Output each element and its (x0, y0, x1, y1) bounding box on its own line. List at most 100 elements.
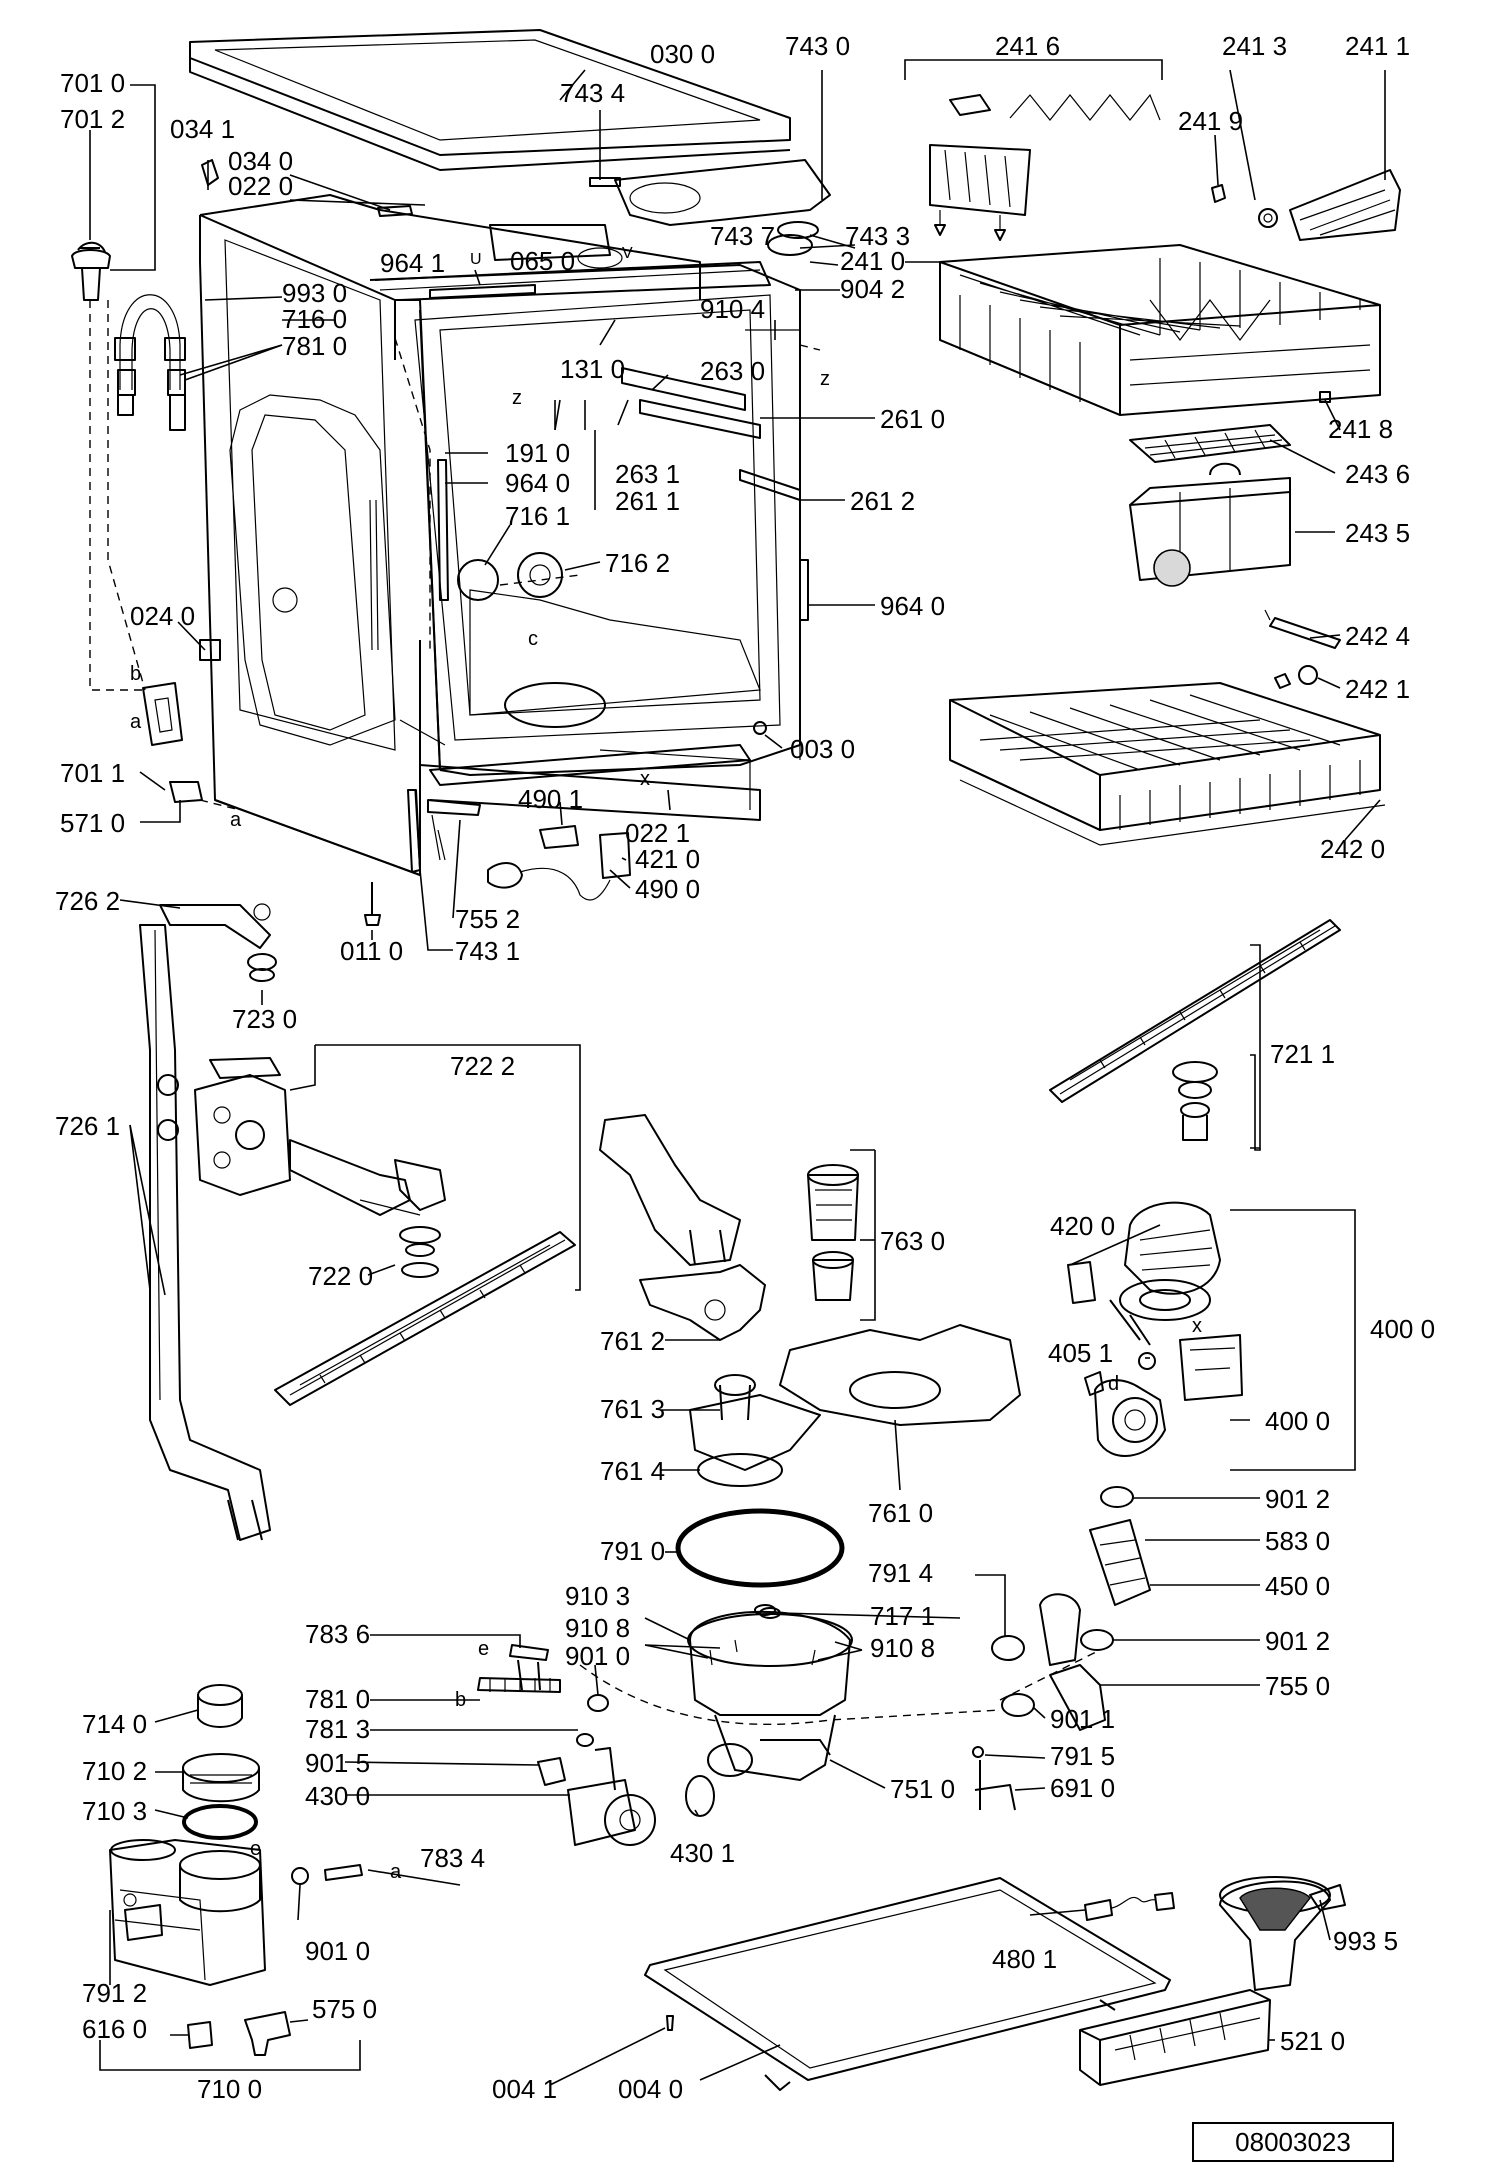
part-label: 964 0 (505, 468, 570, 498)
part-label: 616 0 (82, 2014, 147, 2044)
part-label: 993 0 (282, 278, 347, 308)
part-label: 791 0 (600, 1536, 665, 1566)
connection-letters: b a a c x z z U V d x e b e a (130, 245, 1202, 1883)
part-label: 701 0 (60, 68, 125, 98)
part-label: 701 1 (60, 758, 125, 788)
part-label: 583 0 (1265, 1526, 1330, 1556)
part-label: 243 6 (1345, 459, 1410, 489)
part-label: 726 2 (55, 886, 120, 916)
part-label: 791 4 (868, 1558, 933, 1588)
part-label: 691 0 (1050, 1773, 1115, 1803)
part-label: 743 1 (455, 936, 520, 966)
part-label: 241 0 (840, 246, 905, 276)
document-number: 08003023 (1235, 2126, 1351, 2157)
connection-letter: U (470, 251, 482, 268)
part-label: 714 0 (82, 1709, 147, 1739)
part-label: 901 5 (305, 1748, 370, 1778)
part-label: 263 1 (615, 459, 680, 489)
part-label: 521 0 (1280, 2026, 1345, 2056)
part-label: 743 7 (710, 221, 775, 251)
part-label: 763 0 (880, 1226, 945, 1256)
part-label: 400 0 (1265, 1406, 1330, 1436)
part-label: 710 0 (197, 2074, 262, 2104)
part-label: 004 1 (492, 2074, 557, 2104)
salt-container-assembly (109, 1684, 363, 2056)
part-label: 751 0 (890, 1774, 955, 1804)
part-label: 993 5 (1333, 1926, 1398, 1956)
part-label: 964 1 (380, 248, 445, 278)
part-label: 726 1 (55, 1111, 120, 1141)
part-label: 716 1 (505, 501, 570, 531)
part-label: 701 2 (60, 104, 125, 134)
part-label: 722 0 (308, 1261, 373, 1291)
part-label: 716 2 (605, 548, 670, 578)
part-label: 571 0 (60, 808, 125, 838)
part-label: 480 1 (992, 1944, 1057, 1974)
part-label: 263 0 (700, 356, 765, 386)
part-label: 743 3 (845, 221, 910, 251)
part-label: 901 0 (305, 1936, 370, 1966)
motor-assembly (1067, 1201, 1243, 1457)
part-label: 030 0 (650, 39, 715, 69)
part-label: 191 0 (505, 438, 570, 468)
part-label: 791 5 (1050, 1741, 1115, 1771)
part-label: 241 6 (995, 31, 1060, 61)
cabinet-assembly (71, 29, 831, 926)
part-label: 261 2 (850, 486, 915, 516)
part-label: 400 0 (1370, 1314, 1435, 1344)
leader-lines (89, 59, 1386, 2086)
part-label: 261 0 (880, 404, 945, 434)
connection-letter: a (230, 809, 242, 831)
part-label: 717 1 (870, 1601, 935, 1631)
part-label: 910 3 (565, 1581, 630, 1611)
part-label: 910 8 (565, 1613, 630, 1643)
part-label: 743 0 (785, 31, 850, 61)
part-label: 004 0 (618, 2074, 683, 2104)
part-label: 710 3 (82, 1796, 147, 1826)
part-label: 003 0 (790, 734, 855, 764)
part-label: 430 1 (670, 1838, 735, 1868)
part-label: 781 0 (305, 1684, 370, 1714)
part-label: 241 1 (1345, 31, 1410, 61)
part-label: 761 3 (600, 1394, 665, 1424)
basket-assembly (929, 93, 1401, 846)
connection-letter: a (130, 711, 142, 733)
connection-letter: a (390, 1861, 402, 1883)
part-label: 761 2 (600, 1326, 665, 1356)
part-label: 242 0 (1320, 834, 1385, 864)
part-label: 034 1 (170, 114, 235, 144)
part-label: 755 2 (455, 904, 520, 934)
part-label: 261 1 (615, 486, 680, 516)
connection-letter: b (130, 663, 141, 685)
part-label: 904 2 (840, 274, 905, 304)
part-label: 243 5 (1345, 518, 1410, 548)
part-label: 761 4 (600, 1456, 665, 1486)
part-label: 721 1 (1270, 1039, 1335, 1069)
part-label: 024 0 (130, 601, 195, 631)
part-label: 901 2 (1265, 1626, 1330, 1656)
connection-letter: z (512, 387, 522, 409)
part-label: 242 1 (1345, 674, 1410, 704)
part-label: 011 0 (340, 936, 403, 966)
connection-letter: b (455, 1689, 466, 1711)
part-label: 022 1 (625, 818, 690, 848)
part-label: 420 0 (1050, 1211, 1115, 1241)
part-label: 242 4 (1345, 621, 1410, 651)
part-label: 405 1 (1048, 1338, 1113, 1368)
part-label: 450 0 (1265, 1571, 1330, 1601)
part-label: 781 0 (282, 331, 347, 361)
connection-letter: V (622, 245, 633, 262)
part-label: 241 9 (1178, 106, 1243, 136)
part-label: 723 0 (232, 1004, 297, 1034)
part-label: 910 4 (700, 294, 765, 324)
part-label: 901 0 (565, 1641, 630, 1671)
part-label: 421 0 (635, 844, 700, 874)
part-label: 575 0 (312, 1994, 377, 2024)
part-label: 755 0 (1265, 1671, 1330, 1701)
part-label: 430 0 (305, 1781, 370, 1811)
part-label: 022 0 (228, 171, 293, 201)
part-label: 910 8 (870, 1633, 935, 1663)
part-label: 743 4 (560, 78, 625, 108)
